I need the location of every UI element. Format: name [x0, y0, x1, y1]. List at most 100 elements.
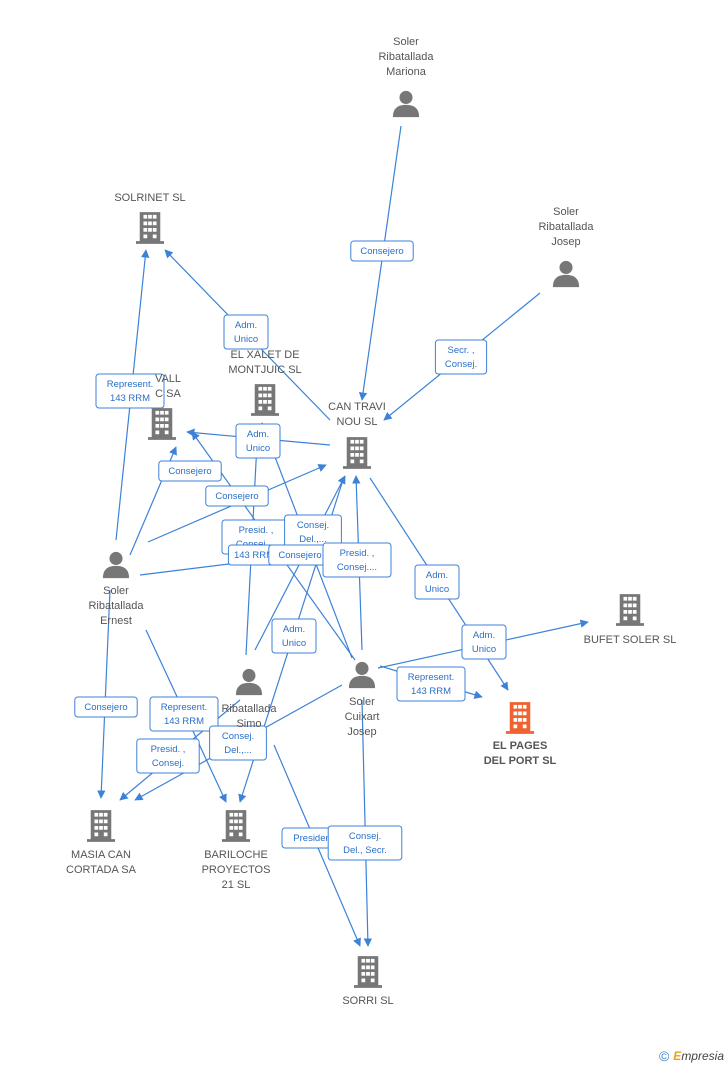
edge-label-text: Unico	[234, 334, 258, 345]
node-label: EL PAGES	[493, 740, 548, 752]
edge-label-text: 143 RRM	[110, 393, 150, 404]
edge-label-text: Presid. ,	[151, 744, 186, 755]
edge-label-cuixart-to-sorri[interactable]: Consej. Del., Secr.	[327, 825, 403, 861]
node-label: MASIA CAN	[71, 849, 131, 861]
edge-label-box	[461, 624, 507, 660]
building-icon	[343, 437, 371, 469]
building-icon	[354, 956, 382, 988]
node-label: Ribatallada	[88, 600, 144, 612]
node-elpages[interactable]: EL PAGES DEL PORT SL	[484, 702, 557, 767]
node-label: PROYECTOS	[202, 864, 271, 876]
edge-label-box	[235, 423, 281, 459]
edge-label-cuixart-to-masia[interactable]: Consej.Del.,...	[209, 725, 267, 761]
person-icon	[552, 260, 580, 288]
edge-label-cantravi-to-elpages[interactable]: Adm.Unico	[414, 564, 460, 600]
edge-label-cuixart-to-vall[interactable]: Consej.Del.,...	[284, 514, 342, 550]
node-label: DEL PORT SL	[484, 755, 557, 767]
edge-label-cuixart-to-cantravi[interactable]: Presid. , Consej....	[322, 542, 392, 578]
edge-label-text: Presid. ,	[340, 548, 375, 559]
node-label: 21 SL	[222, 879, 251, 891]
node-label: BUFET SOLER SL	[584, 634, 677, 646]
edge-label-text: Adm.	[426, 570, 448, 581]
edge-label-text: Consejero	[215, 491, 258, 502]
edge-label-box	[149, 696, 219, 732]
node-label: Ribatallada	[221, 703, 277, 715]
edge-label-text: Adm.	[473, 630, 495, 641]
node-label: Josep	[551, 236, 580, 248]
node-label: Soler	[553, 206, 579, 218]
edge-label-ernest-to-bariloche[interactable]: Represent.143 RRM	[149, 696, 219, 732]
edge-label-box	[95, 373, 165, 409]
edge-label-text: Unico	[282, 638, 306, 649]
node-label: Ernest	[100, 615, 132, 627]
node-label: Mariona	[386, 66, 427, 78]
footer-brand[interactable]: © Empresia	[659, 1048, 724, 1064]
node-sorri[interactable]: SORRI SL	[342, 956, 394, 1007]
person-icon	[235, 668, 263, 696]
edge-label-text: 143 RRM	[411, 686, 451, 697]
person-icon	[392, 90, 420, 118]
edge-label-box	[271, 618, 317, 654]
edge-label-text: Consej.	[297, 520, 329, 531]
person-icon	[102, 551, 130, 579]
building-icon	[506, 702, 534, 734]
nodes-layer: SolerRibatalladaMarionaSolerRibatalladaJ…	[66, 36, 676, 1007]
edge-label-text: Adm.	[283, 624, 305, 635]
node-solrinet[interactable]: SOLRINET SL	[114, 192, 186, 244]
edge-label-box	[322, 542, 392, 578]
edge-label-josep_r-to-cantravi[interactable]: Secr. , Consej.	[434, 339, 488, 375]
edge-label-text: Consej.	[222, 731, 254, 742]
edge-label-simo-to-masia[interactable]: Presid. ,Consej.	[136, 738, 200, 774]
edge-label-mariona-to-cantravi[interactable]: Consejero	[350, 240, 414, 262]
edge-label-ernest-to-cantravi[interactable]: Consejero	[205, 485, 269, 507]
edge-label-box	[74, 696, 138, 718]
edge-label-text: Unico	[472, 644, 496, 655]
edge-label-box	[158, 460, 222, 482]
building-icon	[616, 594, 644, 626]
person-icon	[348, 661, 376, 689]
edge-mariona-to-cantravi	[358, 125, 402, 401]
building-icon	[148, 408, 176, 440]
node-label: SOLRINET SL	[114, 192, 185, 204]
node-label: NOU SL	[337, 416, 378, 428]
edge-label-text: Represent.	[107, 379, 153, 390]
node-label: Josep	[347, 726, 376, 738]
edge-label-box	[414, 564, 460, 600]
node-label: Soler	[103, 585, 129, 597]
edge-label-text: Consej.	[445, 359, 477, 370]
edge-label-ernest-to-xalet[interactable]: Consejero	[268, 544, 332, 566]
edge-label-ernest-to-masia[interactable]: Consejero	[74, 696, 138, 718]
edge-label-ernest-to-vall[interactable]: Consejero	[158, 460, 222, 482]
edge-label-text: Secr. ,	[448, 345, 475, 356]
edges-layer	[97, 125, 589, 947]
node-bufet[interactable]: BUFET SOLER SL	[584, 594, 677, 646]
edge-label-cantravi-to-vall[interactable]: Adm.Unico	[235, 423, 281, 459]
node-label: Ribatallada	[378, 51, 434, 63]
edge-label-cuixart-to-bufet[interactable]: Adm. Unico	[461, 624, 507, 660]
edge-label-box	[136, 738, 200, 774]
edge-label-cuixart-to-elpages[interactable]: Represent.143 RRM	[396, 666, 466, 702]
edge-label-box	[205, 485, 269, 507]
brand-logo: Empresia	[673, 1049, 724, 1063]
edge-label-cantravi-to-solrinet[interactable]: Adm.Unico	[223, 314, 269, 350]
edge-label-text: Consejero	[278, 550, 321, 561]
edge-label-simo-to-cantravi[interactable]: Adm. Unico	[271, 618, 317, 654]
edge-label-text: Consejero	[360, 246, 403, 257]
edge-ernest-to-masia	[97, 589, 111, 799]
edge-label-text: Del., Secr.	[343, 845, 387, 856]
edge-label-text: Presidente	[293, 833, 338, 844]
edge-label-text: Consej....	[337, 562, 377, 573]
edge-label-text: Consej.	[349, 831, 381, 842]
edge-label-simo-to-xalet[interactable]: 143 RRM	[227, 544, 281, 566]
edge-label-ernest-to-solrinet[interactable]: Represent. 143 RRM	[95, 373, 165, 409]
